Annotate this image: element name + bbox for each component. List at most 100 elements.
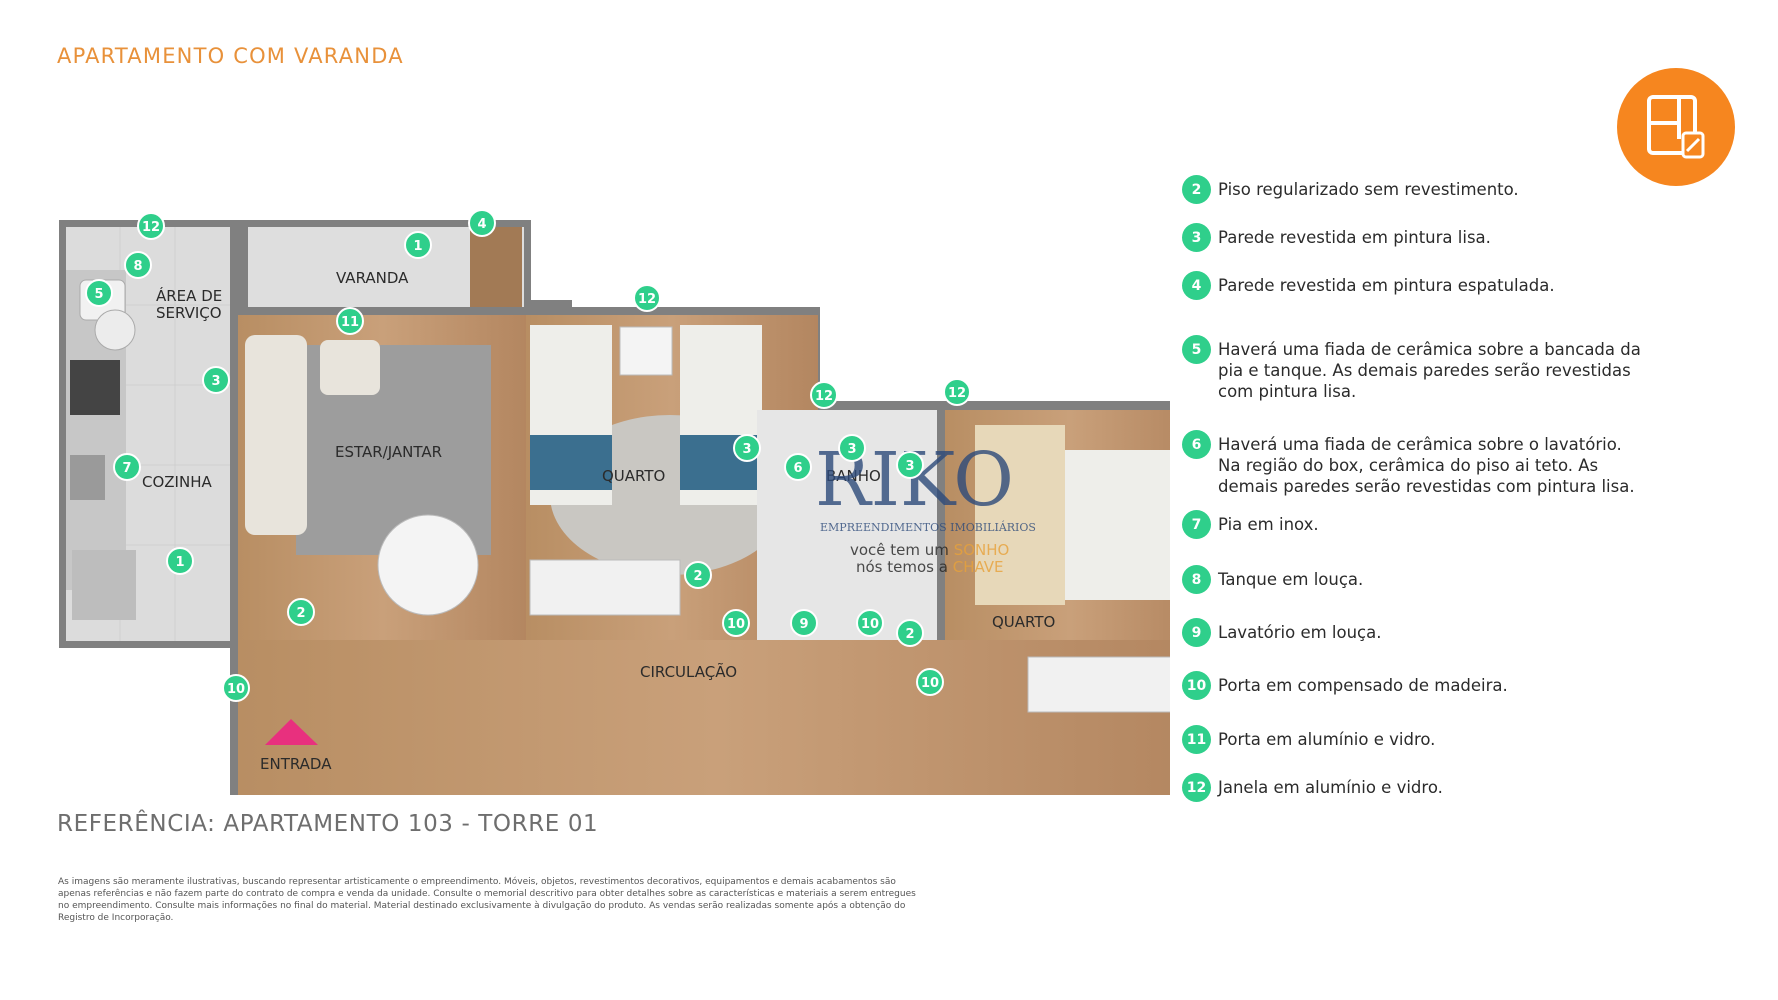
- plan-marker-number: 12: [142, 220, 160, 235]
- legend-number-badge: 8: [1182, 565, 1211, 594]
- circulation-floor: [238, 640, 1170, 795]
- desk: [619, 326, 673, 376]
- plan-marker-circle: [124, 251, 152, 279]
- plan-marker: 12: [137, 212, 165, 240]
- legend-text: Janela em alumínio e vidro.: [1218, 778, 1443, 797]
- plan-marker-circle: [784, 453, 812, 481]
- plan-marker-circle: [166, 547, 194, 575]
- plan-marker-number: 10: [227, 682, 245, 697]
- plan-marker-circle: [336, 307, 364, 335]
- label-estar-jantar: ESTAR/JANTAR: [335, 443, 442, 461]
- legend-number-badge: 9: [1182, 618, 1211, 647]
- plan-marker-circle: [137, 212, 165, 240]
- plan-marker-number: 9: [799, 617, 808, 632]
- plan-marker-circle: [810, 381, 838, 409]
- watermark-slogan-2: nós temos a CHAVE: [856, 558, 1004, 576]
- plan-marker-number: 12: [815, 389, 833, 404]
- legend-text: Porta em compensado de madeira.: [1218, 676, 1508, 695]
- plan-marker-circle: [916, 668, 944, 696]
- legend-item: 8 Tanque em louça.: [1182, 565, 1648, 594]
- plan-marker-number: 1: [175, 555, 184, 570]
- washer: [94, 309, 136, 351]
- plan-marker: 12: [633, 284, 661, 312]
- plan-marker-circle: [733, 434, 761, 462]
- legend-text: Porta em alumínio e vidro.: [1218, 730, 1436, 749]
- disclaimer-text: As imagens são meramente ilustrativas, b…: [58, 877, 916, 923]
- plan-marker-number: 3: [847, 442, 856, 457]
- label-entrada: ENTRADA: [260, 755, 332, 773]
- plan-marker: 12: [810, 381, 838, 409]
- label-banho: BANHO: [826, 467, 881, 485]
- reference-text: REFERÊNCIA: APARTAMENTO 103 - TORRE 01: [57, 811, 599, 837]
- plan-marker-circle: [896, 451, 924, 479]
- plan-marker: 1: [404, 231, 432, 259]
- legend-number-badge: 7: [1182, 510, 1211, 539]
- plan-marker-number: 7: [122, 461, 131, 476]
- plan-marker-circle: [722, 609, 750, 637]
- page-title: APARTAMENTO COM VARANDA: [57, 44, 404, 68]
- label-cozinha: COZINHA: [142, 473, 212, 491]
- legend-number-badge: 5: [1182, 335, 1211, 364]
- plan-marker-circle: [287, 598, 315, 626]
- plan-marker-number: 3: [905, 459, 914, 474]
- label-varanda: VARANDA: [336, 269, 409, 287]
- plan-marker-circle: [896, 619, 924, 647]
- legend-text: Haverá uma fiada de cerâmica sobre o lav…: [1218, 435, 1635, 496]
- label-area-servico-2: SERVIÇO: [156, 304, 222, 322]
- slogan-2b: CHAVE: [953, 558, 1004, 576]
- plan-marker-number: 12: [638, 292, 656, 307]
- watermark-slogan-1: você tem um SONHO: [850, 541, 1009, 559]
- balcony-planter: [470, 227, 522, 307]
- legend-item: 4 Parede revestida em pintura espatulada.: [1182, 271, 1648, 300]
- plan-marker: 12: [943, 378, 971, 406]
- plan-marker: 2: [684, 561, 712, 589]
- plan-marker: 10: [916, 668, 944, 696]
- legend-number-badge: 4: [1182, 271, 1211, 300]
- entrance-arrow: [265, 719, 318, 745]
- label-area-servico-1: ÁREA DE: [156, 286, 222, 305]
- armchair: [320, 340, 380, 395]
- legend-number-badge: 11: [1182, 725, 1211, 754]
- plan-marker-circle: [633, 284, 661, 312]
- plan-marker-circle: [856, 609, 884, 637]
- kitchen-sink: [70, 455, 105, 500]
- legend-number-badge: 12: [1182, 773, 1211, 802]
- plan-marker: 11: [336, 307, 364, 335]
- plan-marker-circle: [943, 378, 971, 406]
- plan-marker: 10: [722, 609, 750, 637]
- bed-rug: [975, 425, 1065, 605]
- plan-marker-number: 5: [94, 287, 103, 302]
- legend-text: Parede revestida em pintura espatulada.: [1218, 276, 1555, 295]
- plan-marker: 5: [85, 279, 113, 307]
- plan-marker-circle: [838, 434, 866, 462]
- plan-marker: 6: [784, 453, 812, 481]
- plan-marker-number: 12: [948, 386, 966, 401]
- legend-number-badge: 10: [1182, 671, 1211, 700]
- legend-item: 10 Porta em compensado de madeira.: [1182, 671, 1648, 700]
- plan-marker-number: 2: [693, 569, 702, 584]
- slogan-1b: SONHO: [954, 541, 1010, 559]
- plan-marker-circle: [684, 561, 712, 589]
- plan-marker: 10: [222, 674, 250, 702]
- plan-marker: 3: [733, 434, 761, 462]
- watermark-subtitle: EMPREENDIMENTOS IMOBILIÁRIOS: [820, 520, 1036, 534]
- dining-table: [377, 514, 479, 616]
- plan-marker-number: 3: [211, 374, 220, 389]
- plan-marker: 3: [896, 451, 924, 479]
- label-circulacao: CIRCULAÇÃO: [640, 662, 737, 681]
- plan-marker-number: 4: [477, 217, 486, 232]
- legend-number-badge: 2: [1182, 175, 1211, 204]
- plan-marker: 3: [202, 366, 230, 394]
- legend-text: Tanque em louça.: [1218, 570, 1364, 589]
- wardrobe-2: [1027, 656, 1170, 713]
- legend-number-badge: 6: [1182, 430, 1211, 459]
- plan-marker: 4: [468, 209, 496, 237]
- legend-text: Lavatório em louça.: [1218, 623, 1382, 642]
- plan-marker-number: 2: [905, 627, 914, 642]
- plan-marker-circle: [202, 366, 230, 394]
